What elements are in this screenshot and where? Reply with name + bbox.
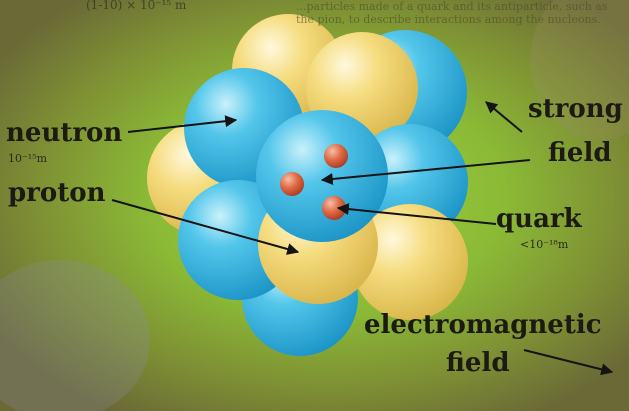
proton-arrow [111, 199, 300, 255]
proton-sphere [352, 204, 468, 320]
strong-field-arrow-outer [485, 101, 523, 133]
strong-field-arrow [320, 159, 531, 185]
quark-arrow [336, 203, 497, 225]
strong-field-label-line1: strong [528, 94, 623, 124]
quark-sphere [324, 144, 348, 168]
em-field-arrow [523, 349, 614, 376]
background-haze [0, 260, 150, 411]
neutron-arrow [127, 115, 238, 133]
em-field-label-line2: field [446, 348, 510, 378]
neutron-size-label: 10⁻¹⁵m [8, 152, 48, 165]
background-haze [530, 0, 629, 140]
proton-label: proton [8, 178, 106, 208]
size-scale-label: (1-10) × 10⁻¹⁵ m [86, 0, 187, 12]
em-field-label-line1: electromagnetic [364, 310, 602, 340]
neutron-label: neutron [6, 118, 123, 148]
quark-size-label: <10⁻¹⁸m [520, 238, 569, 251]
quark-sphere [280, 172, 304, 196]
caption-note: ...particles made of a quark and its ant… [296, 0, 608, 27]
quark-label: quark [496, 204, 582, 234]
strong-field-label-line2: field [548, 138, 612, 168]
